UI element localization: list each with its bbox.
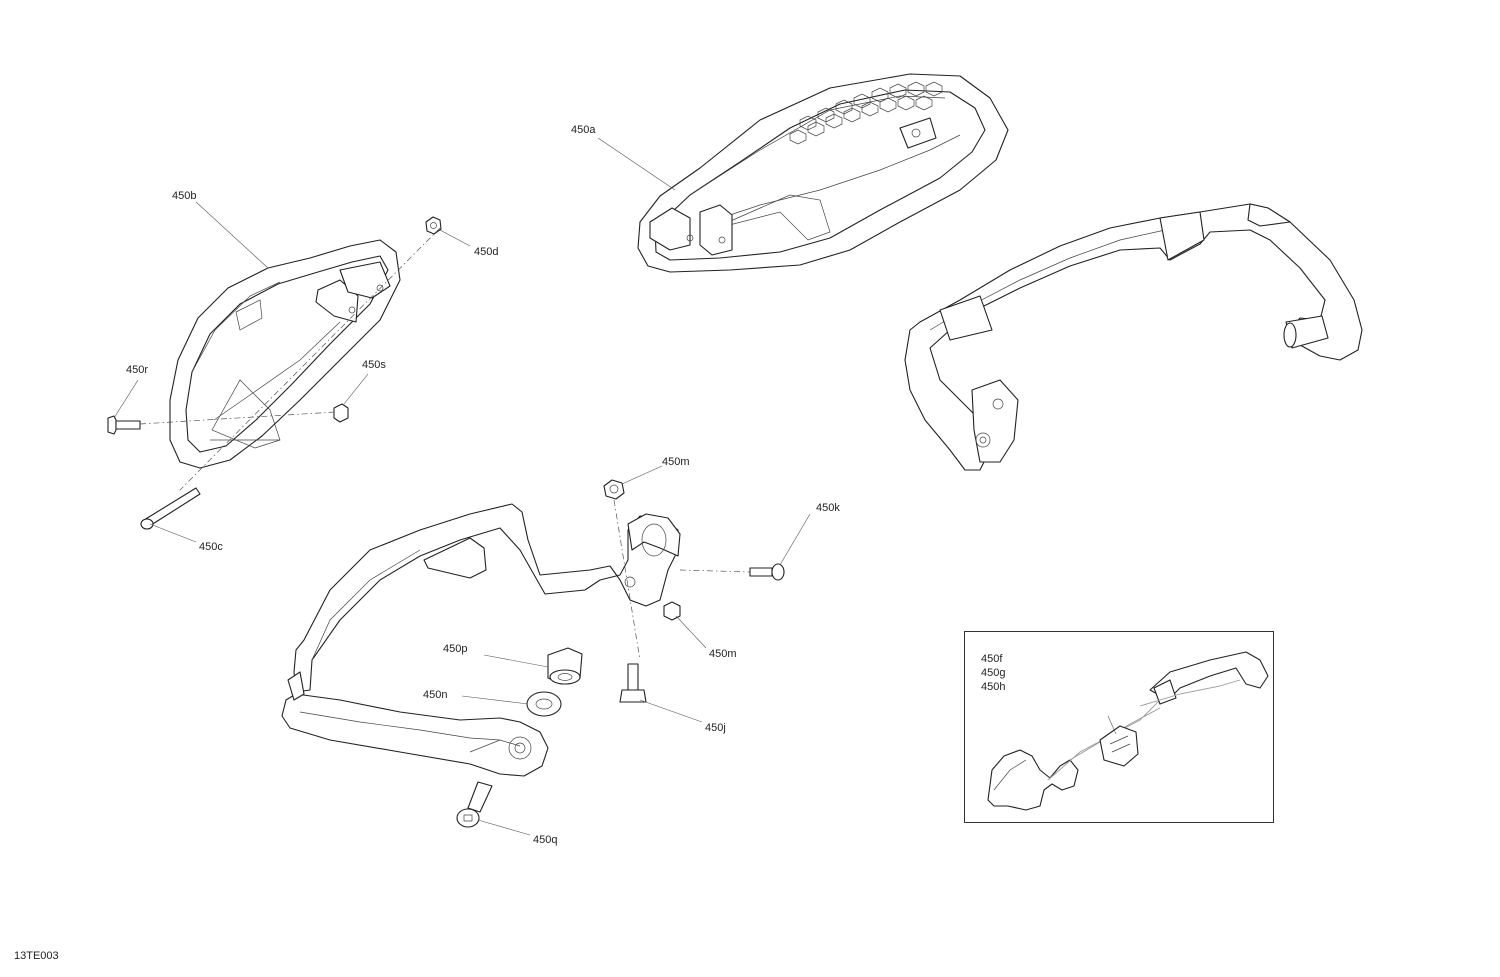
callout-450n: 450n (423, 689, 448, 701)
part-450d-nut (425, 216, 442, 235)
part-450j-bolt (619, 663, 647, 703)
callout-450m-bottom: 450m (709, 648, 737, 660)
inset-assembly-drawing (987, 651, 1269, 811)
inset-callouts: 450f 450g 450h (981, 652, 1005, 694)
inset-label-450h: 450h (981, 681, 1006, 693)
inset-frame: 450f 450g 450h (964, 631, 1274, 823)
part-450m-top-nut (603, 479, 625, 500)
leader-lines (113, 137, 811, 836)
part-450s-nut (333, 403, 349, 423)
drawing-code: 13TE003 (14, 950, 59, 962)
callout-450c: 450c (199, 541, 223, 553)
lower-handguard-bracket (281, 503, 681, 777)
callout-450j: 450j (705, 722, 726, 734)
callout-450a: 450a (571, 124, 596, 136)
inset-label-450g: 450g (981, 667, 1006, 679)
callout-450p: 450p (443, 643, 468, 655)
right-handguard-bracket (904, 203, 1363, 471)
callout-450k: 450k (816, 502, 840, 514)
part-450k-screw (749, 563, 785, 581)
part-450c-bolt (140, 487, 201, 530)
callout-450q: 450q (533, 834, 558, 846)
part-450b-shield (169, 239, 401, 469)
part-450q-bolt (456, 781, 493, 828)
part-450p-spacer (547, 647, 583, 685)
part-450a-shield (637, 73, 1009, 273)
inset-label-450f: 450f (981, 653, 1003, 665)
part-450r-screw (107, 415, 141, 435)
callout-450r: 450r (126, 364, 149, 376)
callout-450b: 450b (172, 190, 197, 202)
callout-450d: 450d (474, 246, 499, 258)
part-450n-bushing (526, 691, 562, 717)
callout-450s: 450s (362, 359, 386, 371)
part-450m-bottom-nut (663, 601, 681, 621)
callout-450m-top: 450m (662, 456, 690, 468)
